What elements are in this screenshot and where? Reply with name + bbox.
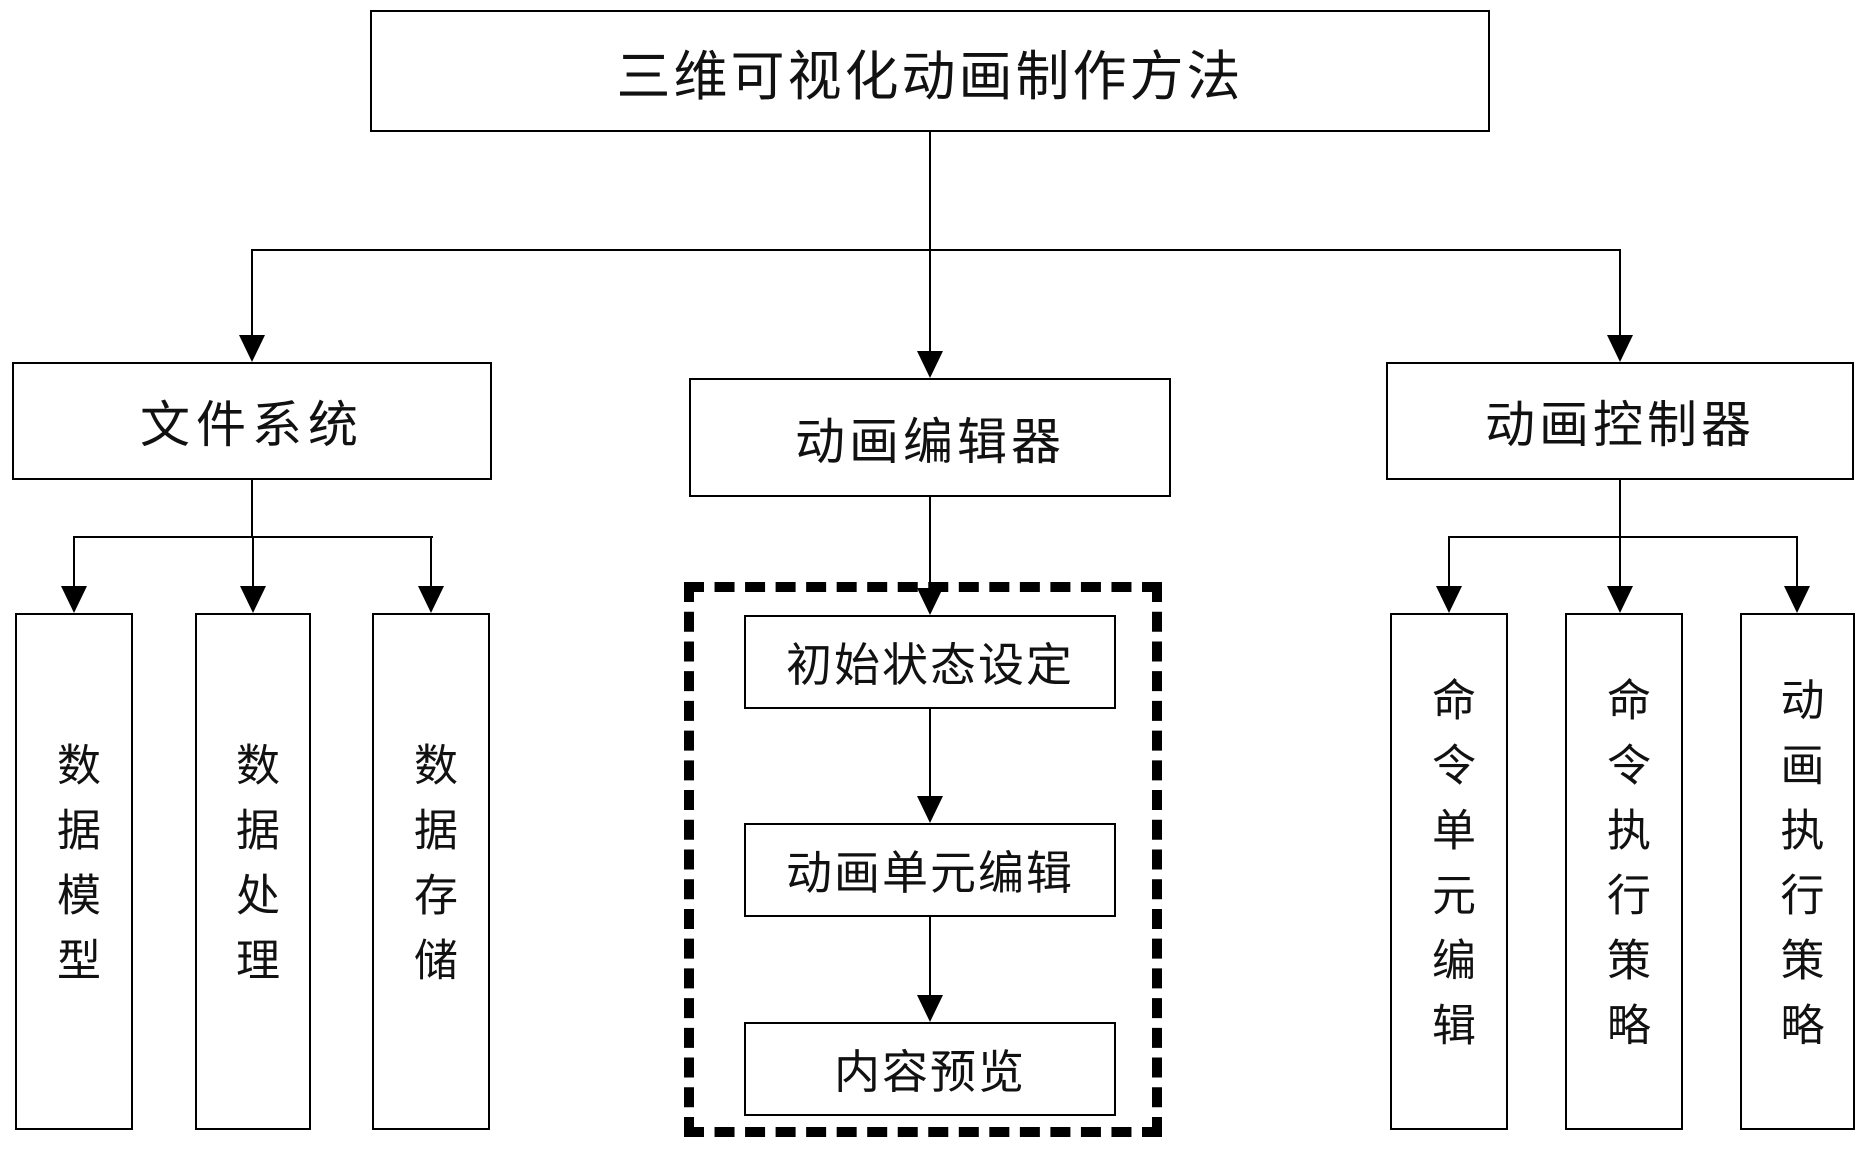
connector-branch-right bbox=[1619, 249, 1621, 337]
arrow-down-icon bbox=[240, 586, 266, 613]
connector-controller-stem bbox=[1619, 480, 1621, 538]
data-storage-node-label: 数据存储 bbox=[407, 741, 456, 1002]
data-processing-node-label: 数据处理 bbox=[229, 741, 278, 1002]
command-execution-strategy-node-label: 命令执行策略 bbox=[1600, 676, 1649, 1067]
arrow-down-icon bbox=[239, 335, 265, 362]
arrow-down-icon bbox=[418, 586, 444, 613]
content-preview-node-box: 内容预览 bbox=[744, 1022, 1116, 1116]
data-processing-node-box: 数据处理 bbox=[195, 613, 311, 1130]
connector-branch-left bbox=[251, 249, 253, 337]
command-unit-editing-node-label: 命令单元编辑 bbox=[1425, 676, 1474, 1067]
arrow-down-icon bbox=[1436, 586, 1462, 613]
command-execution-strategy-node-box: 命令执行策略 bbox=[1565, 613, 1683, 1130]
connector-controller-child-2 bbox=[1619, 536, 1621, 587]
animation-execution-strategy-node-box: 动画执行策略 bbox=[1740, 613, 1855, 1130]
connector-step1-step2 bbox=[929, 709, 931, 798]
arrow-down-icon bbox=[917, 995, 943, 1022]
animation-unit-editing-node-box: 动画单元编辑 bbox=[744, 823, 1116, 917]
arrow-down-icon bbox=[1607, 335, 1633, 362]
animation-unit-editing-node-label: 动画单元编辑 bbox=[786, 848, 1074, 899]
initial-state-setting-node-box: 初始状态设定 bbox=[744, 615, 1116, 709]
arrow-down-icon bbox=[1607, 586, 1633, 613]
connector-controller-child-3 bbox=[1796, 536, 1798, 587]
content-preview-node-label: 内容预览 bbox=[834, 1047, 1026, 1098]
data-model-node-label: 数据模型 bbox=[50, 741, 99, 1002]
animation-editor-node-label: 动画编辑器 bbox=[795, 413, 1065, 470]
animation-controller-node-box: 动画控制器 bbox=[1386, 362, 1854, 480]
connector-distributor-top bbox=[251, 249, 1621, 251]
connector-editor-stem bbox=[929, 497, 931, 589]
animation-controller-node-label: 动画控制器 bbox=[1485, 397, 1755, 453]
file-system-node-box: 文件系统 bbox=[12, 362, 492, 480]
data-model-node-box: 数据模型 bbox=[15, 613, 133, 1130]
initial-state-setting-node-label: 初始状态设定 bbox=[786, 640, 1074, 691]
animation-execution-strategy-node-label: 动画执行策略 bbox=[1773, 676, 1823, 1067]
arrow-down-icon bbox=[917, 796, 943, 823]
connector-file-child-3 bbox=[430, 536, 432, 587]
file-system-node-label: 文件系统 bbox=[140, 397, 364, 453]
connector-step2-step3 bbox=[929, 917, 931, 997]
editor-steps-dashed-container bbox=[684, 582, 1162, 1137]
command-unit-editing-node-box: 命令单元编辑 bbox=[1390, 613, 1508, 1130]
animation-editor-node-box: 动画编辑器 bbox=[689, 378, 1171, 497]
arrow-down-icon bbox=[1784, 586, 1810, 613]
connector-file-child-1 bbox=[73, 536, 75, 587]
connector-controller-distributor bbox=[1448, 536, 1798, 538]
connector-branch-middle bbox=[929, 249, 931, 352]
arrow-down-icon bbox=[61, 586, 87, 613]
data-storage-node-box: 数据存储 bbox=[372, 613, 490, 1130]
connector-trunk bbox=[929, 132, 931, 251]
connector-file-child-2 bbox=[252, 536, 254, 587]
arrow-down-icon bbox=[917, 588, 943, 615]
connector-controller-child-1 bbox=[1448, 536, 1450, 587]
connector-file-stem bbox=[251, 480, 253, 538]
root-node-label: 三维可视化动画制作方法 bbox=[616, 46, 1244, 107]
arrow-down-icon bbox=[917, 351, 943, 378]
root-node-box: 三维可视化动画制作方法 bbox=[370, 10, 1490, 132]
